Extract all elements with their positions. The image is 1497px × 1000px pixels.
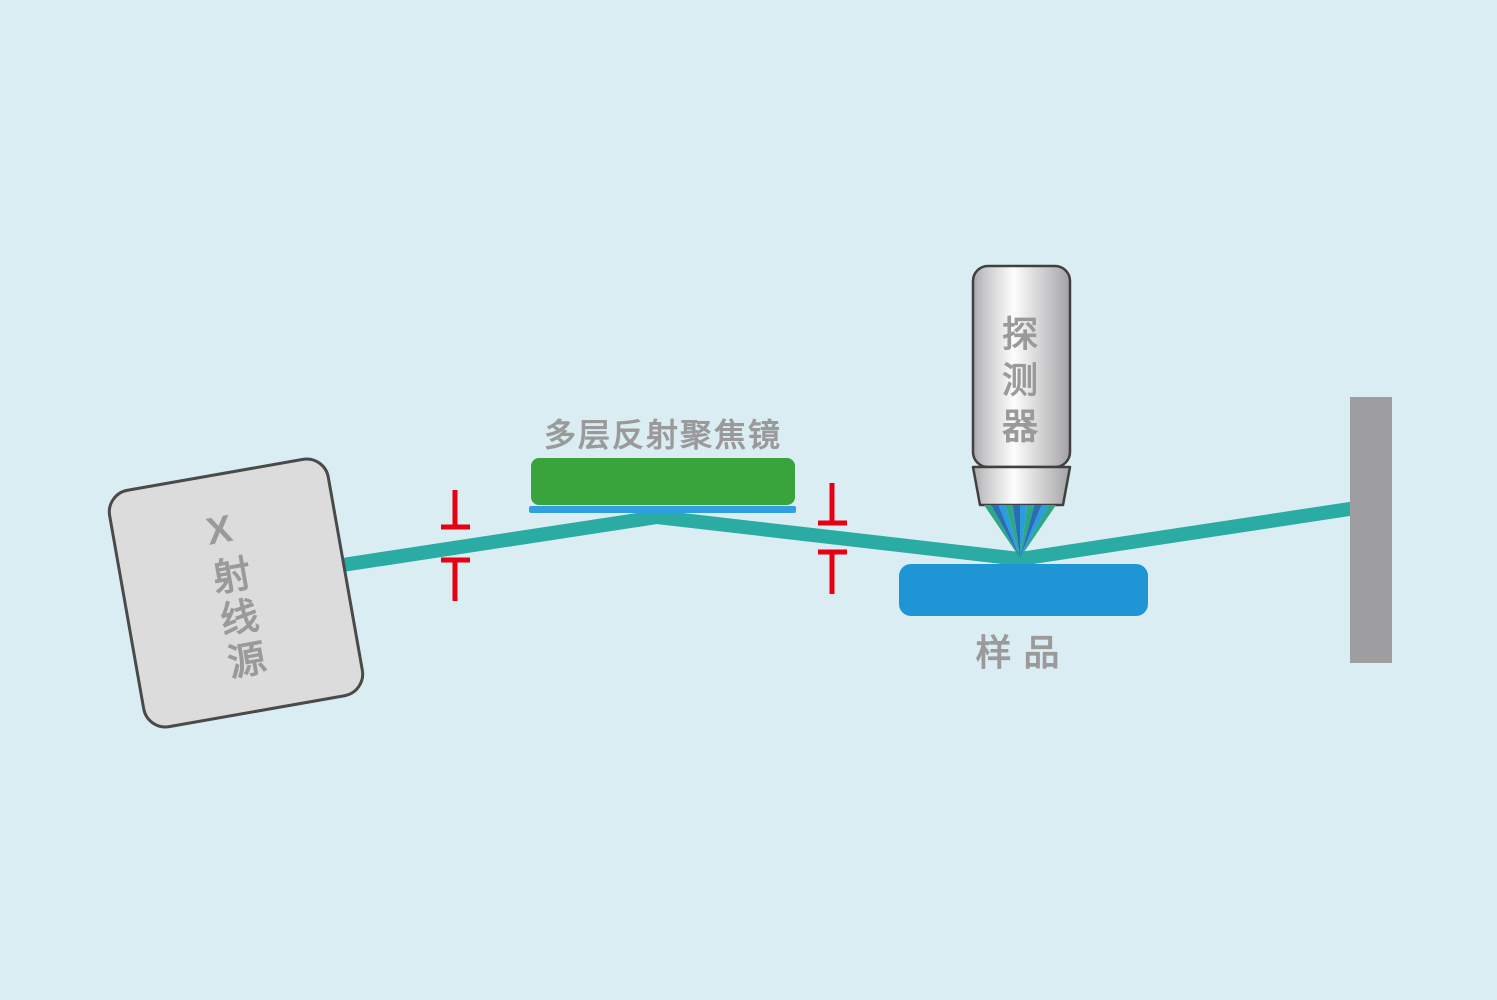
slit-left — [441, 490, 470, 601]
xray-beam-path — [334, 501, 1358, 573]
fan-ray — [1012, 505, 1020, 558]
detector-label: 探测器 — [997, 315, 1038, 453]
beam-stop — [1350, 397, 1392, 663]
sample-label: 样品 — [975, 632, 1072, 673]
sample-stage — [899, 564, 1148, 616]
fan-ray — [1020, 505, 1042, 558]
fan-ray — [998, 505, 1020, 558]
fan-ray — [1005, 505, 1020, 558]
mirror-label: 多层反射聚焦镜 — [543, 417, 782, 453]
fan-ray — [1020, 505, 1056, 558]
detector-nose-cone — [971, 465, 1072, 507]
detector-acceptance-fan — [984, 505, 1056, 558]
mirror-reflective-surface — [529, 506, 796, 513]
fan-ray — [1020, 505, 1035, 558]
multilayer-mirror — [531, 458, 795, 505]
xray-source-box — [107, 457, 365, 729]
fan-ray — [984, 505, 1020, 558]
slit-right — [818, 483, 847, 594]
xray-source — [107, 457, 365, 729]
fan-ray — [991, 505, 1020, 558]
